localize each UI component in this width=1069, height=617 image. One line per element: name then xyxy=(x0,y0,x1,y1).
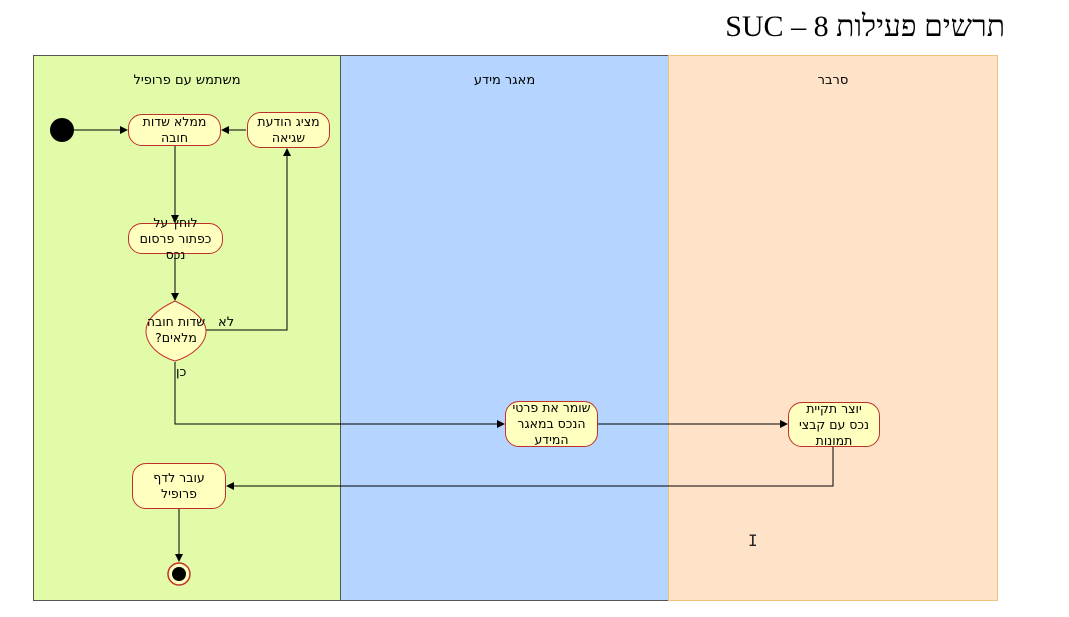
swimlane-server-title: סרבר xyxy=(817,73,849,88)
start-node xyxy=(50,118,74,142)
edge-label-no: לא xyxy=(218,315,235,330)
create-folder-node: יוצר תקיית נכס עם קבצי תמונות xyxy=(788,401,880,448)
click-publish-node: לוחץ על כפתור פרסום נכס xyxy=(128,215,223,262)
swimlane-server: סרבר xyxy=(668,55,998,601)
diagram-title: תרשים פעילות SUC – 8 xyxy=(725,10,1005,43)
edge-decision-yes-to-save xyxy=(174,362,505,428)
edge-label-yes: כן xyxy=(176,365,187,380)
go-to-profile-node: עובר לדף פרופיל xyxy=(132,463,226,509)
edge-create-to-profile xyxy=(226,447,834,490)
end-node-inner xyxy=(172,567,186,581)
show-error-node: מציג הודעת שגיאה xyxy=(247,112,330,148)
decision-label: שדות חובה מלאים? xyxy=(146,314,206,345)
swimlane-user-title: משתמש עם פרופיל xyxy=(133,73,241,88)
swimlane-database: מאגר מידע xyxy=(340,55,669,601)
swimlane-database-title: מאגר מידע xyxy=(473,73,536,88)
text-cursor-icon: I xyxy=(748,531,758,550)
edge-decision-no-to-error xyxy=(206,148,291,331)
save-details-node: שומר את פרטי הנכס במאגר המידע xyxy=(505,400,598,447)
decision-node xyxy=(145,300,207,362)
fill-mandatory-fields-node: ממלא שדות חובה xyxy=(128,114,221,146)
